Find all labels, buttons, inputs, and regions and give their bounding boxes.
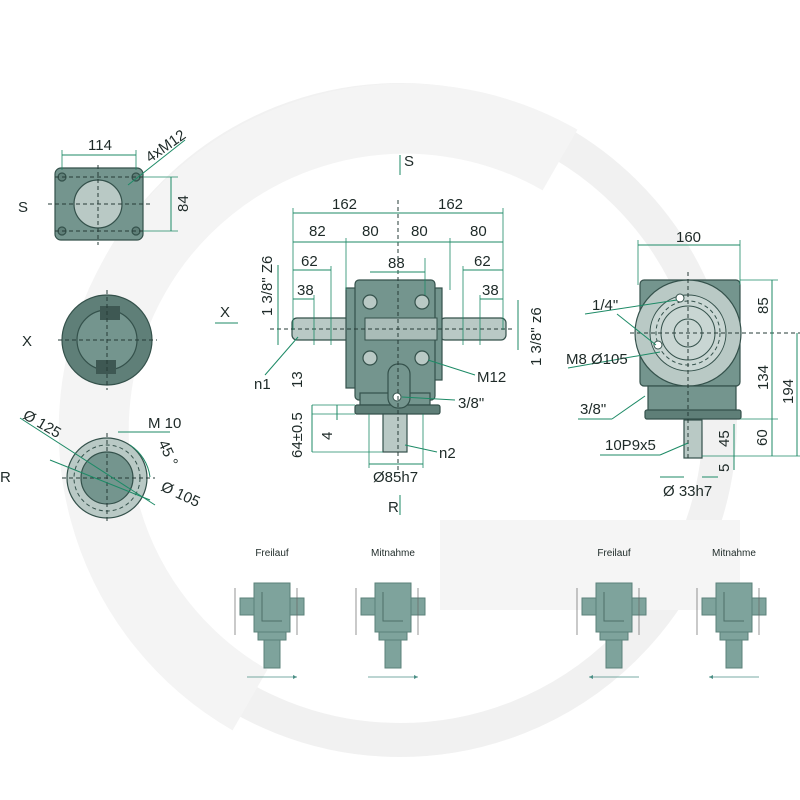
watermark-logo xyxy=(58,83,740,757)
dim-85: 85 xyxy=(755,297,772,314)
schematic-gear-path xyxy=(723,592,744,622)
bolts-4xm12: 4xM12 xyxy=(143,127,190,167)
schematic-mitnahme: Mitnahme xyxy=(696,548,767,679)
schematic-gear-path xyxy=(261,592,282,622)
schematic-housing xyxy=(715,582,753,633)
callout-m12: M12 xyxy=(477,369,506,386)
schematic-housing xyxy=(374,582,412,633)
schematic-freilauf: Freilauf xyxy=(234,548,305,679)
arrowhead-icon xyxy=(709,675,713,679)
arrow-r-label: R xyxy=(388,499,399,516)
schematic-output-shaft xyxy=(263,639,281,669)
callout-key: 10P9x5 xyxy=(605,437,656,454)
dim-dia-125: Ø 125 xyxy=(20,407,64,442)
view-s-flange: S 114 84 4xM12 xyxy=(18,127,192,245)
dim-82: 82 xyxy=(309,223,326,240)
schematic-neck xyxy=(719,631,749,641)
schematic-neck xyxy=(257,631,287,641)
dim-114: 114 xyxy=(88,137,112,154)
callout-n2: n2 xyxy=(439,445,456,462)
callout-plug: 3/8" xyxy=(458,395,484,412)
shaft-right-spec: 1 3/8" z6 xyxy=(528,307,545,366)
view-s-label: S xyxy=(18,199,28,216)
schematic-mitnahme: Mitnahme xyxy=(355,548,426,679)
thread-m10: M 10 xyxy=(148,415,181,432)
schematic-neck xyxy=(599,631,629,641)
dim-4: 4 xyxy=(319,432,336,440)
dim-38-left: 38 xyxy=(297,282,314,299)
schematic-gear-path xyxy=(603,592,624,622)
dim-dia-33: Ø 33h7 xyxy=(663,483,712,500)
arrowhead-icon xyxy=(414,675,418,679)
rotation-schematics: Freilauf Mitnahme Freilauf Mitnahme xyxy=(234,548,767,679)
dim-162-left: 162 xyxy=(332,196,357,213)
dim-62-right: 62 xyxy=(474,253,491,270)
dim-88: 88 xyxy=(388,255,405,272)
arrowhead-icon xyxy=(293,675,297,679)
dim-13: 13 xyxy=(289,371,306,388)
dim-80-b: 80 xyxy=(411,223,428,240)
dim-162-right: 162 xyxy=(438,196,463,213)
arrow-s-label: S xyxy=(404,153,414,170)
dim-38-right: 38 xyxy=(482,282,499,299)
view-x-label: X xyxy=(22,333,32,350)
angle-45: 45 ° xyxy=(154,438,181,470)
front-view-gearbox: S X R 162 162 82 80 80 80 xyxy=(215,153,545,516)
callout-m8-bolts: M8 Ø105 xyxy=(566,351,628,368)
dim-60: 60 xyxy=(754,429,771,446)
callout-quarter-inch: 1/4" xyxy=(592,297,618,314)
schematic-label: Mitnahme xyxy=(371,548,415,559)
schematic-output-shaft xyxy=(605,639,623,669)
dim-194: 194 xyxy=(780,379,797,404)
dim-dia-85: Ø85h7 xyxy=(373,469,418,486)
dim-dia-105: Ø 105 xyxy=(158,478,202,511)
schematic-label: Mitnahme xyxy=(712,548,756,559)
dim-160: 160 xyxy=(676,229,701,246)
schematic-output-shaft xyxy=(384,639,402,669)
schematic-label: Freilauf xyxy=(597,548,631,559)
dim-45: 45 xyxy=(716,430,733,447)
dim-134: 134 xyxy=(755,365,772,390)
schematic-gear-path xyxy=(382,592,403,622)
view-r-label: R xyxy=(0,469,11,486)
arrowhead-icon xyxy=(589,675,593,679)
dim-80-a: 80 xyxy=(362,223,379,240)
schematic-housing xyxy=(595,582,633,633)
side-view-gearbox: 160 85 134 194 60 45 5 Ø 33h7 1/4" M8 Ø1… xyxy=(566,229,800,500)
dim-64: 64±0.5 xyxy=(289,412,306,458)
dim-80-c: 80 xyxy=(470,223,487,240)
shaft-left-spec: 1 3/8" Z6 xyxy=(259,256,276,316)
schematic-output-shaft xyxy=(725,639,743,669)
arrow-x-label: X xyxy=(220,304,230,321)
callout-side-plug: 3/8" xyxy=(580,401,606,418)
schematic-freilauf: Freilauf xyxy=(576,548,647,679)
dim-62-left: 62 xyxy=(301,253,318,270)
schematic-label: Freilauf xyxy=(255,548,289,559)
view-x-section: X xyxy=(22,290,157,390)
schematic-neck xyxy=(378,631,408,641)
dim-5: 5 xyxy=(716,464,733,472)
dim-84: 84 xyxy=(175,195,192,212)
callout-n1: n1 xyxy=(254,376,271,393)
schematic-housing xyxy=(253,582,291,633)
